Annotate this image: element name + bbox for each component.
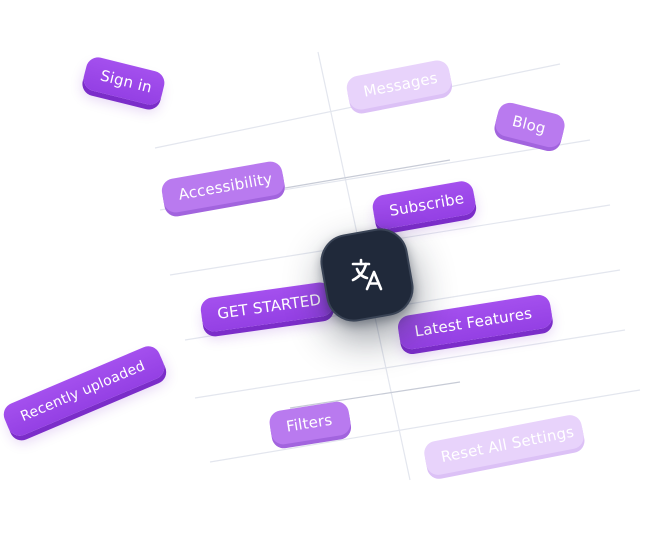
translate-badge[interactable] <box>316 224 418 326</box>
translate-icon <box>351 258 383 291</box>
